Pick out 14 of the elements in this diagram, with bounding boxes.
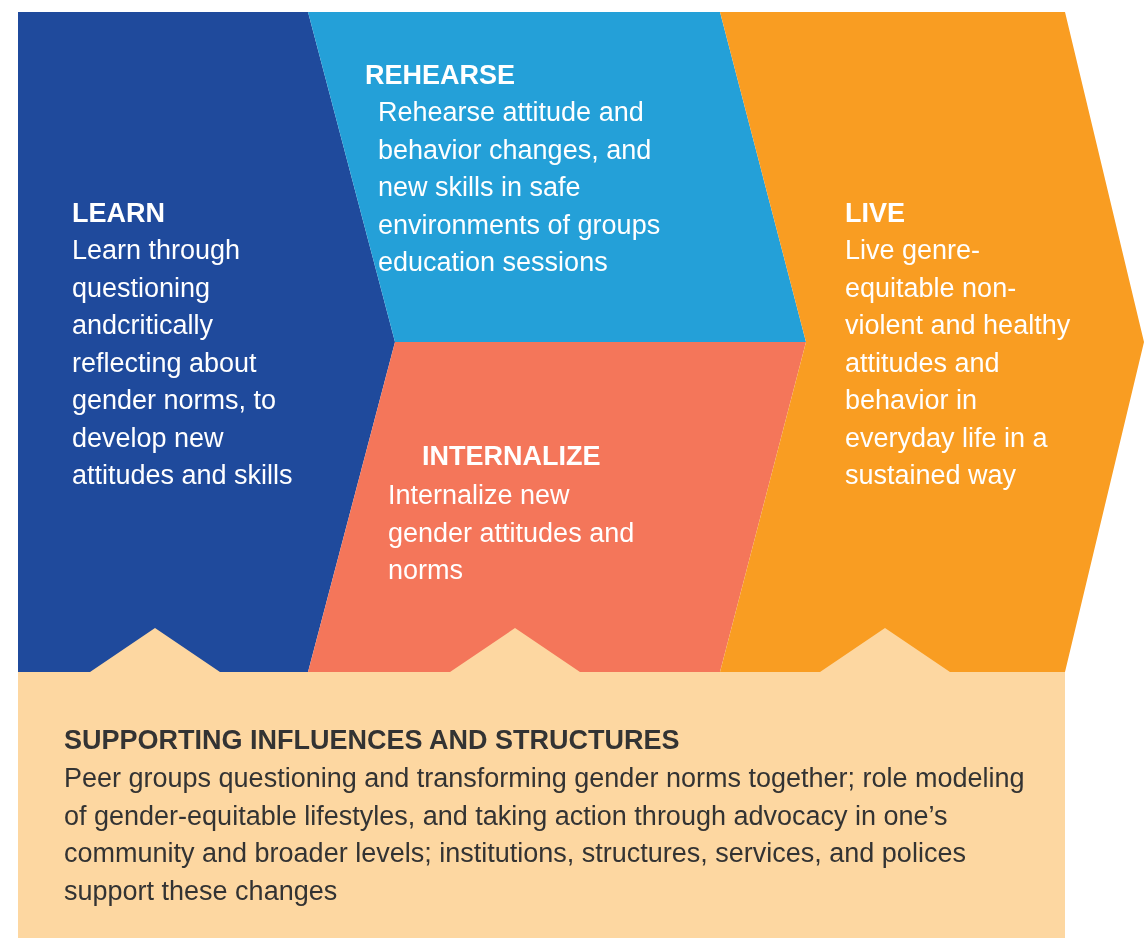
- stage-heading: INTERNALIZE: [422, 440, 602, 473]
- stage-description: Learn through questioning andcritically reflecting about gender norms, to develop new attitudes and skills: [72, 234, 294, 492]
- stage-description: Internalize new gender attitudes and norms: [388, 479, 636, 587]
- parallelogram-panel: [308, 12, 807, 343]
- stage-heading: REHEARSE: [365, 59, 517, 92]
- stage-description: Peer groups questioning and transforming gender norms together; role modeling of gender-equitable lifestyles, and taking action through advocacy in one’s community and broader levels; institutions, structures, services, and polices support these changes: [64, 762, 1026, 908]
- stage-heading: LEARN: [72, 197, 166, 230]
- stage-description: Rehearse attitude and behavior changes, and new skills in safe environments of groups education sessions: [378, 96, 662, 279]
- chevron-panel: [720, 12, 1144, 673]
- parallelogram-panel: [308, 342, 807, 673]
- support-band: [18, 628, 1065, 938]
- stage-heading: SUPPORTING INFLUENCES AND STRUCTURES: [64, 724, 681, 757]
- stage-heading: LIVE: [845, 197, 906, 230]
- stage-description: Live genre-equitable non-violent and healthy attitudes and behavior in everyday life in a sustained way: [845, 234, 1072, 492]
